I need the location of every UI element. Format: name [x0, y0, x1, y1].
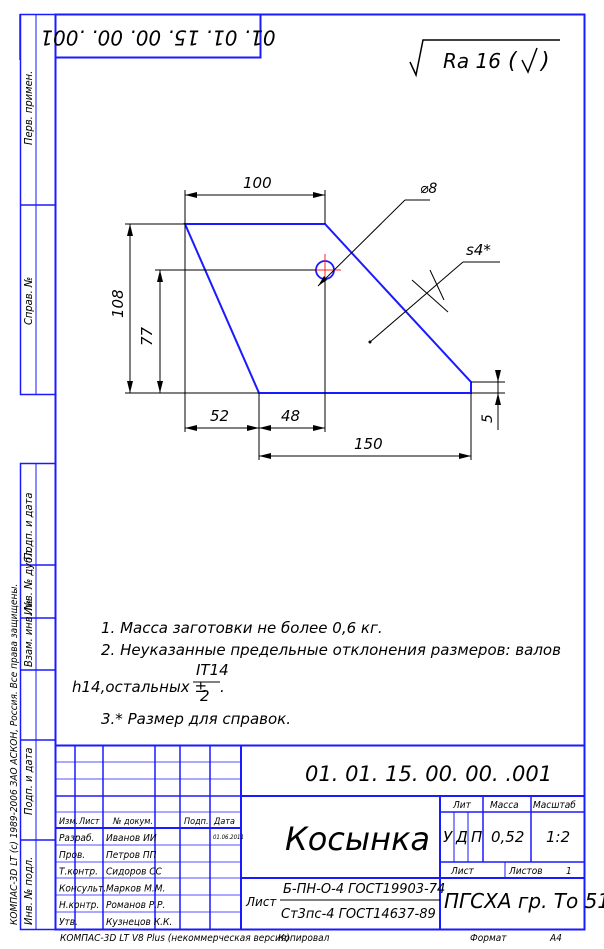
dim-100: 100 — [243, 174, 272, 192]
tb-row-role: Н.контр. — [59, 900, 99, 911]
copyright-text: КОМПАС-3D LT (с) 1989-2006 ЗАО АСКОН, Ро… — [9, 584, 20, 925]
dim-52: 52 — [210, 407, 229, 425]
tb-row-role: Т.контр. — [59, 867, 98, 878]
label-inv-dubl: Инв. № дубл. — [22, 547, 35, 615]
tb-massa-header: Масса — [490, 800, 519, 811]
note-fraction-denominator: 2 — [200, 687, 210, 705]
roughness-ra: Ra 16 — [443, 49, 501, 73]
label-perv-primen: Перв. примен. — [22, 71, 35, 145]
dim-77: 77 — [138, 326, 156, 346]
dim-5: 5 — [480, 414, 496, 423]
tb-h-data: Дата — [213, 817, 235, 827]
footer-copied: Копировал — [278, 933, 330, 944]
tb-scale-value: 1:2 — [546, 828, 570, 846]
tb-row-name: Петров ПП — [106, 850, 157, 861]
roughness-sign: Ra 16 ( ) — [409, 39, 560, 78]
label-vzam-inv: Взам. инв. № — [22, 600, 35, 667]
tb-lit-u: У — [443, 828, 453, 846]
note-fraction-numerator: IT14 — [196, 661, 229, 679]
tb-h-podp: Подп. — [184, 817, 209, 827]
label-podp-data-bot: Подп. и дата — [22, 748, 35, 815]
material-line-1: Б-ПН-О-4 ГОСТ19903-74 — [283, 882, 445, 897]
label-podp-data-top: Подп. и дата — [22, 493, 35, 560]
dim-48: 48 — [281, 407, 300, 425]
label-inv-podl: Инв. № подл. — [22, 857, 35, 925]
left-strip-bottom — [19, 462, 57, 931]
title-block — [54, 744, 586, 931]
tb-listov: Листов — [508, 866, 543, 877]
tb-row-date: 01.06.2011 — [213, 834, 244, 841]
title-name: Косынка — [285, 820, 430, 858]
tb-row-role: Разраб. — [59, 832, 94, 844]
arrow-heads — [127, 192, 501, 459]
inner-frame — [54, 13, 586, 931]
roughness-paren-close: ) — [539, 49, 550, 74]
dim-hole: ⌀8 — [420, 181, 437, 197]
tb-listov-value: 1 — [566, 866, 572, 877]
material-line-2: Ст3пс-4 ГОСТ14637-89 — [281, 907, 436, 922]
tb-row-role: Утв. — [59, 917, 78, 928]
dim-thickness: s4* — [466, 241, 491, 259]
note-1: 1. Масса заготовки не более 0,6 кг. — [101, 619, 383, 637]
title-code: 01. 01. 15. 00. 00. .001 — [305, 762, 552, 786]
footer-format: Формат — [470, 933, 507, 944]
label-sprav: Справ. № — [22, 277, 35, 325]
footer-format-value: A4 — [549, 933, 562, 944]
part-outline — [183, 223, 472, 394]
tb-list-cell: Лист — [450, 866, 475, 877]
material-list-label: Лист — [245, 895, 277, 909]
note-3: 3.* Размер для справок. — [101, 710, 291, 728]
note-fraction-tail: . — [220, 678, 225, 696]
tb-row-name: Иванов ИИ — [106, 833, 157, 844]
s4-leader-dot — [368, 340, 372, 344]
tb-lit-header: Лит — [452, 800, 472, 811]
tb-row-name: Марков М.М. — [106, 883, 165, 894]
tb-lit-d: Д — [455, 828, 468, 846]
tb-lit-p: П — [471, 828, 482, 846]
roughness-paren-open: ( — [508, 49, 518, 74]
note-2: 2. Неуказанные предельные отклонения раз… — [101, 641, 561, 659]
tb-mass-value: 0,52 — [491, 828, 524, 846]
tb-row-role: Консульт. — [59, 883, 106, 894]
tb-row-name: Кузнецов К.К. — [106, 917, 172, 928]
top-code-box — [54, 13, 262, 59]
top-code-text: 01. 01. 15. 00. 00. .001 — [40, 26, 275, 50]
tb-row-role: Пров. — [59, 850, 85, 861]
dimension-lines — [125, 190, 505, 460]
note-2b: h14,остальных ± — [72, 678, 207, 696]
dim-150: 150 — [354, 435, 383, 453]
tb-h-izm: Изм. — [59, 817, 78, 827]
tb-row-name: Сидоров СС — [106, 867, 163, 878]
dim-108: 108 — [109, 289, 127, 318]
tb-h-doc: № докум. — [112, 817, 153, 827]
tb-masshtab-header: Масштаб — [533, 799, 576, 811]
tb-h-list: Лист — [78, 817, 100, 827]
footer-program: КОМПАС-3D LT V8 Plus (некоммерческая вер… — [60, 933, 290, 944]
tb-organization: ПГСХА гр. То 51 — [444, 889, 604, 913]
tb-row-name: Романов Р.Р. — [106, 900, 165, 911]
